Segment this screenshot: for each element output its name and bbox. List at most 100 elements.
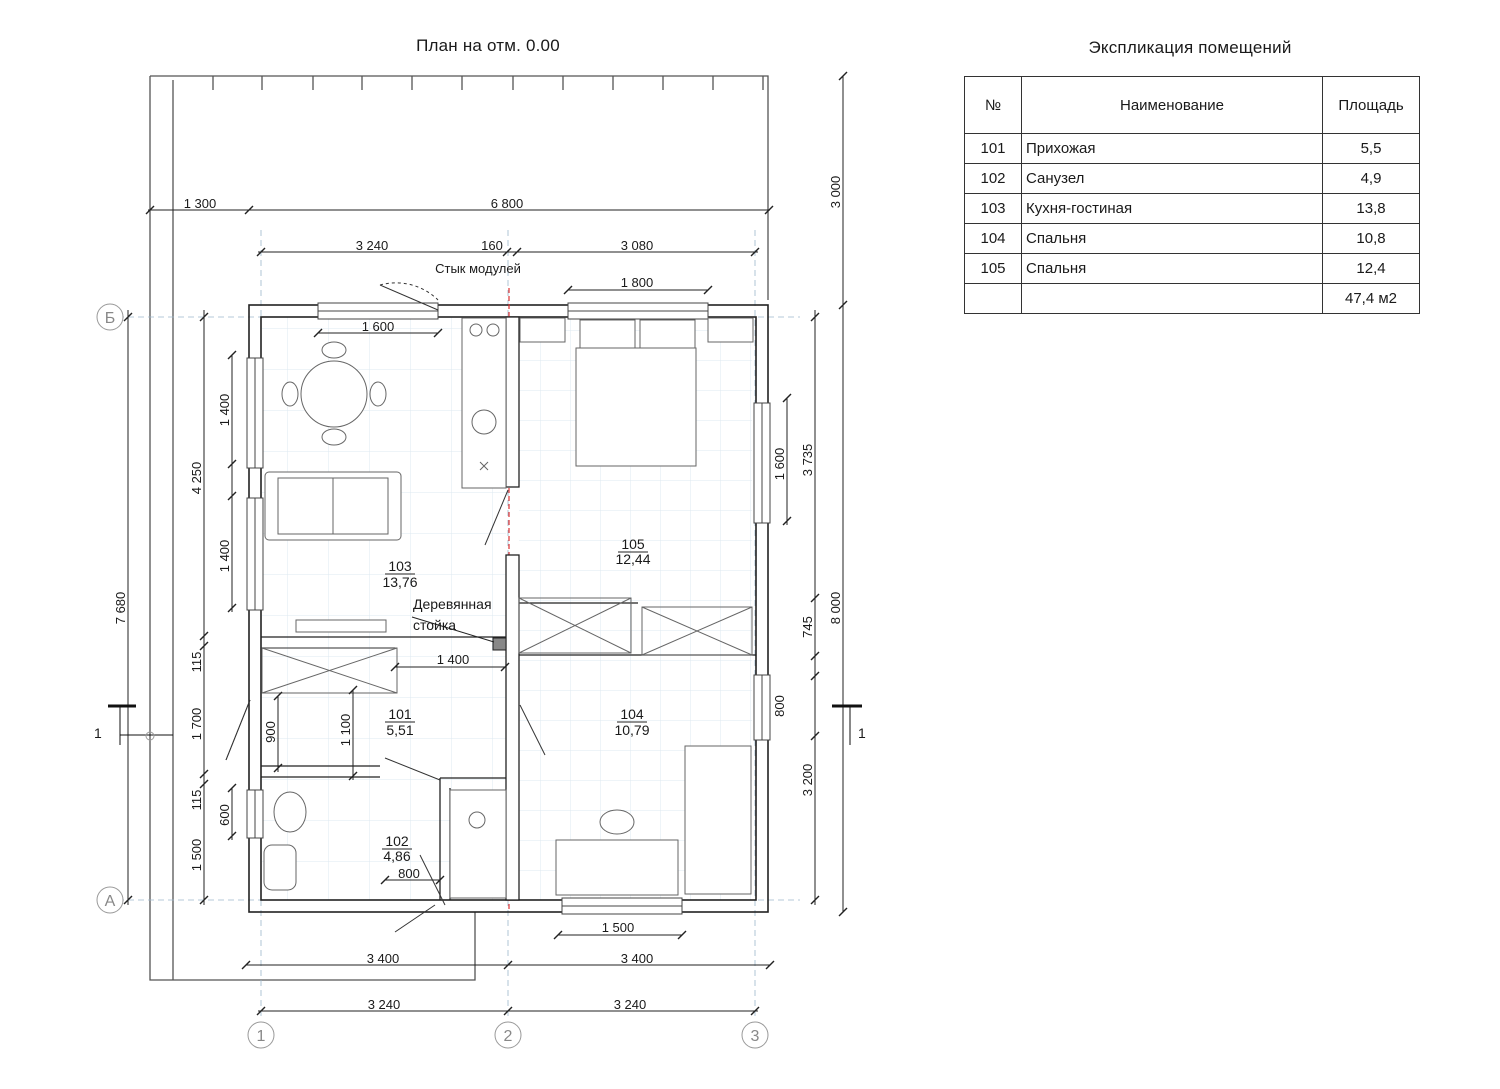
row-name: Прихожая [1021,133,1323,164]
terrace-outline [149,75,769,981]
dim-3240-b: 3 240 [614,997,647,1012]
row-number: 103 [964,193,1022,224]
room-105-area: 12,44 [615,551,650,567]
wooden-post-leader [411,616,495,643]
table-row: 105 Спальня 12,4 [964,253,1420,284]
kitchen-counter [461,317,507,489]
room-103-number: 103 [388,558,412,574]
row-number: 101 [964,133,1022,164]
dim-1500-bottom: 1 500 [602,920,635,935]
double-bed [519,317,754,467]
axis-label-1: 1 [257,1028,266,1045]
dim-1700: 1 700 [189,708,204,741]
row-area: 12,4 [1322,253,1420,284]
interior-walls [261,316,756,901]
dim-800-door: 800 [398,866,420,881]
sofa [264,471,402,541]
dim-745: 745 [800,616,815,638]
total-empty-number [964,283,1022,314]
room-104-area: 10,79 [614,722,649,738]
row-area: 13,8 [1322,193,1420,224]
axis-marker-a [96,886,124,914]
row-name: Санузел [1021,163,1323,194]
table-row: 104 Спальня 10,8 [964,223,1420,254]
dim-8000: 8 000 [828,592,843,625]
dim-1600-window: 1 600 [362,319,395,334]
wooden-post [492,637,507,651]
dim-3735: 3 735 [800,444,815,477]
row-area: 10,8 [1322,223,1420,254]
explication-header-row: № Наименование Площадь [964,76,1420,134]
section-mark-right [832,704,862,745]
single-bed [684,745,752,895]
row-number: 104 [964,223,1022,254]
axis-marker-3 [741,1021,769,1049]
total-area: 47,4 м2 [1322,283,1420,314]
axis-label-2: 2 [504,1028,513,1045]
dim-600: 600 [217,804,232,826]
dim-3400-a: 3 400 [367,951,400,966]
bathroom-fixtures [263,789,507,899]
dim-6800: 6 800 [491,196,524,211]
header-name: Наименование [1021,76,1323,134]
dim-4250: 4 250 [189,462,204,495]
dim-1800: 1 800 [621,275,654,290]
dim-1600-right: 1 600 [772,448,787,481]
axis-label-3: 3 [751,1028,760,1045]
room-101-number: 101 [388,706,412,722]
section-label-left: 1 [94,725,102,741]
floor-plan-drawing: 1 300 6 800 3 240 160 3 080 1 800 Стык м… [94,71,866,1049]
plan-title: План на отм. 0.00 [416,36,560,55]
dim-3400-b: 3 400 [621,951,654,966]
dim-1500-left: 1 500 [189,839,204,872]
dim-1400-window-a: 1 400 [217,394,232,427]
explication-title: Экспликация помещений [1088,38,1292,57]
dim-800-right: 800 [772,695,787,717]
dining-table [281,341,387,446]
dim-160: 160 [481,238,503,253]
axis-marker-2 [494,1021,522,1049]
desk [555,809,679,896]
room-103-area: 13,76 [382,574,417,590]
row-area: 4,9 [1322,163,1420,194]
windows [246,302,771,915]
wardrobes [261,597,753,694]
axis-marker-b [96,303,124,331]
row-name: Кухня-гостиная [1021,193,1323,224]
explication-table: № Наименование Площадь 101 Прихожая 5,5 … [964,76,1420,314]
row-area: 5,5 [1322,133,1420,164]
section-label-right: 1 [858,725,866,741]
section-mark-left [108,704,173,745]
dim-3200: 3 200 [800,764,815,797]
dim-1400-hall: 1 400 [437,652,470,667]
table-row: 101 Прихожая 5,5 [964,133,1420,164]
room-105-number: 105 [621,536,645,552]
row-name: Спальня [1021,253,1323,284]
dimension-lines [127,76,844,1012]
table-row: 103 Кухня-гостиная 13,8 [964,193,1420,224]
dim-115-a: 115 [189,652,204,673]
room-102-number: 102 [385,833,409,849]
total-empty-name [1021,283,1323,314]
header-area: Площадь [1322,76,1420,134]
axis-marker-1 [247,1021,275,1049]
terrace-decking-marks [212,76,764,90]
dim-3240-a: 3 240 [368,997,401,1012]
dim-115-b: 115 [189,790,204,811]
dim-3240-top: 3 240 [356,238,389,253]
room-104-number: 104 [620,706,644,722]
tv-unit [295,619,387,633]
total-row: 47,4 м2 [964,283,1420,314]
row-number: 102 [964,163,1022,194]
dim-1100: 1 100 [338,714,353,747]
dim-3080: 3 080 [621,238,654,253]
header-number: № [964,76,1022,134]
dim-900: 900 [263,721,278,743]
axis-label-a: А [105,893,116,910]
dim-1400-window-b: 1 400 [217,540,232,573]
room-101-area: 5,51 [386,722,413,738]
axis-label-b: Б [105,310,116,327]
module-joint-label: Стык модулей [435,261,521,276]
table-row: 102 Санузел 4,9 [964,163,1420,194]
row-name: Спальня [1021,223,1323,254]
